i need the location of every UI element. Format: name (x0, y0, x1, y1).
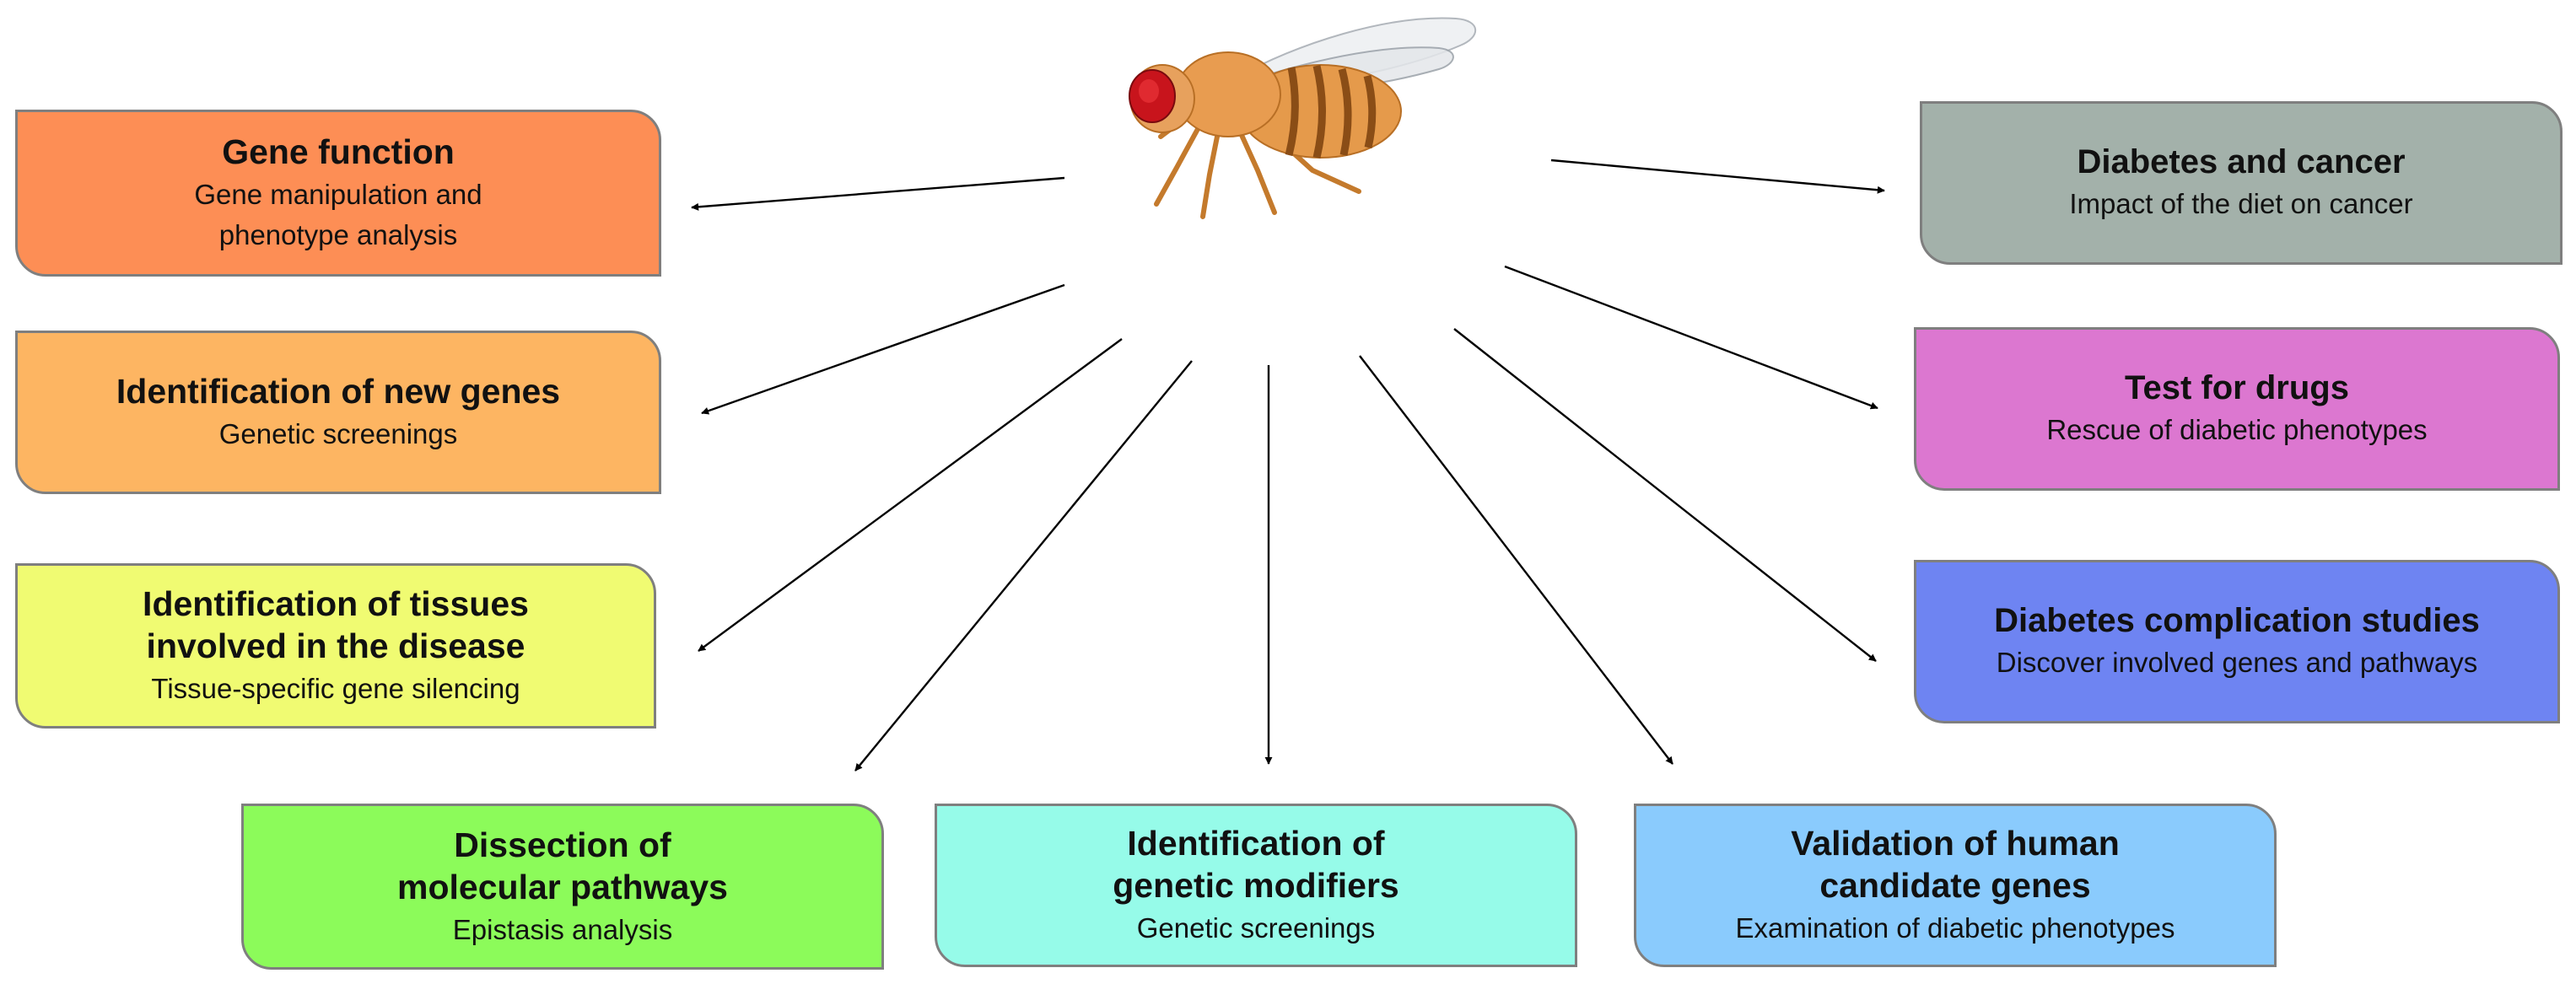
box-subtitle: Genetic screenings (1136, 912, 1376, 944)
box-diabetes-cancer: Diabetes and cancer Impact of the diet o… (1920, 101, 2563, 265)
arrow-to-pathways (854, 360, 1193, 772)
box-pathways: Dissection of molecular pathways Epistas… (241, 804, 884, 970)
box-test-for-drugs: Test for drugs Rescue of diabetic phenot… (1914, 327, 2560, 491)
box-complications: Diabetes complication studies Discover i… (1914, 560, 2560, 723)
box-modifiers: Identification of genetic modifiers Gene… (935, 804, 1577, 967)
arrow-to-gene-function (691, 176, 1065, 211)
box-gene-function: Gene function Gene manipulation and phen… (15, 110, 661, 277)
arrow-to-diabetes-cancer (1550, 159, 1885, 194)
arrow-to-drugs (1504, 265, 1878, 410)
box-subtitle: Impact of the diet on cancer (2069, 188, 2413, 220)
box-title: Diabetes and cancer (2077, 142, 2406, 180)
box-title: Dissection of molecular pathways (397, 825, 728, 906)
box-new-genes: Identification of new genes Genetic scre… (15, 331, 661, 494)
box-title: Identification of genetic modifiers (1113, 824, 1399, 906)
box-subtitle: Genetic screenings (218, 418, 458, 450)
fruit-fly-icon (1129, 17, 1477, 219)
box-title: Identification of new genes (116, 372, 561, 411)
box-subtitle: Rescue of diabetic phenotypes (2046, 414, 2428, 446)
arrow-to-new-genes (701, 283, 1065, 415)
box-tissues: Identification of tissues involved in th… (15, 563, 656, 729)
box-subtitle: Tissue-specific gene silencing (151, 673, 520, 705)
box-subtitle: Examination of diabetic phenotypes (1735, 912, 2175, 944)
box-title: Test for drugs (2125, 368, 2349, 406)
box-title: Validation of human candidate genes (1791, 824, 2120, 906)
box-title: Diabetes complication studies (1994, 601, 2480, 639)
arrow-to-human (1359, 355, 1673, 765)
box-title: Identification of tissues involved in th… (143, 584, 529, 666)
box-subtitle: Gene manipulation and phenotype analysis (194, 179, 482, 250)
arrow-to-complications (1453, 328, 1877, 662)
arrow-to-tissues (698, 338, 1123, 652)
box-title: Gene function (222, 132, 455, 172)
box-subtitle: Epistasis analysis (452, 913, 673, 945)
box-subtitle: Discover involved genes and pathways (1996, 647, 2478, 679)
box-human-candidate-genes: Validation of human candidate genes Exam… (1634, 804, 2277, 967)
